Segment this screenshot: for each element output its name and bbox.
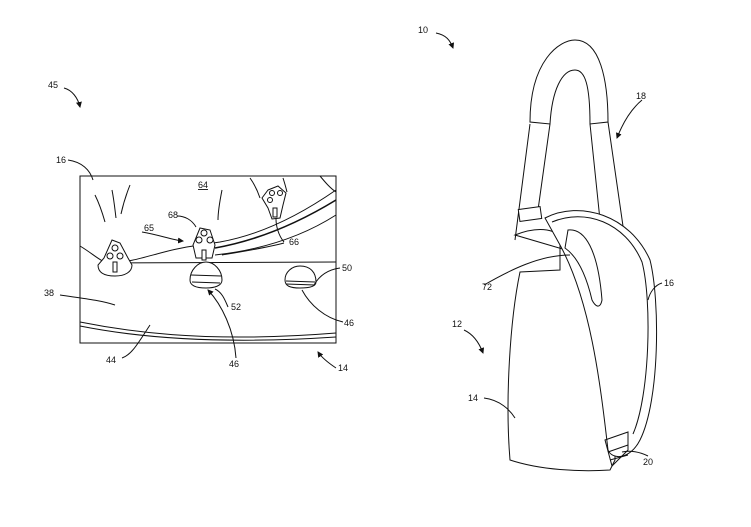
label-52: 52 <box>231 302 241 312</box>
label-10: 10 <box>418 25 428 35</box>
label-16-bag: 16 <box>664 278 674 288</box>
button-right <box>284 265 317 289</box>
label-45: 45 <box>48 80 58 90</box>
label-12: 12 <box>452 319 462 329</box>
reference-labels: 10 45 18 16 64 68 65 66 50 38 52 46 46 4… <box>44 25 674 467</box>
strap-buckle <box>517 205 543 223</box>
button-center <box>189 261 223 289</box>
lower-buckle-20 <box>604 431 629 467</box>
front-panel <box>544 210 658 458</box>
label-66: 66 <box>289 237 299 247</box>
label-68: 68 <box>168 210 178 220</box>
inset-detail-view <box>79 175 337 344</box>
label-64: 64 <box>198 180 208 190</box>
bag-drawing <box>507 39 658 472</box>
label-65: 65 <box>144 223 154 233</box>
label-44: 44 <box>106 355 116 365</box>
leader-lines <box>59 32 663 457</box>
label-38: 38 <box>44 288 54 298</box>
label-18: 18 <box>636 91 646 101</box>
clip-upper-right <box>261 185 287 220</box>
label-46-bottom: 46 <box>229 359 239 369</box>
strap-pad <box>529 39 609 125</box>
label-16-inset: 16 <box>56 155 66 165</box>
inset-frame <box>79 175 337 344</box>
clip-center <box>192 227 216 261</box>
label-50: 50 <box>342 263 352 273</box>
pocket-72 <box>564 229 603 307</box>
label-20: 20 <box>643 457 653 467</box>
label-46-right: 46 <box>344 318 354 328</box>
label-14-bag: 14 <box>468 393 478 403</box>
clip-left <box>97 239 133 277</box>
label-72: 72 <box>482 282 492 292</box>
label-14-inset: 14 <box>338 363 348 373</box>
